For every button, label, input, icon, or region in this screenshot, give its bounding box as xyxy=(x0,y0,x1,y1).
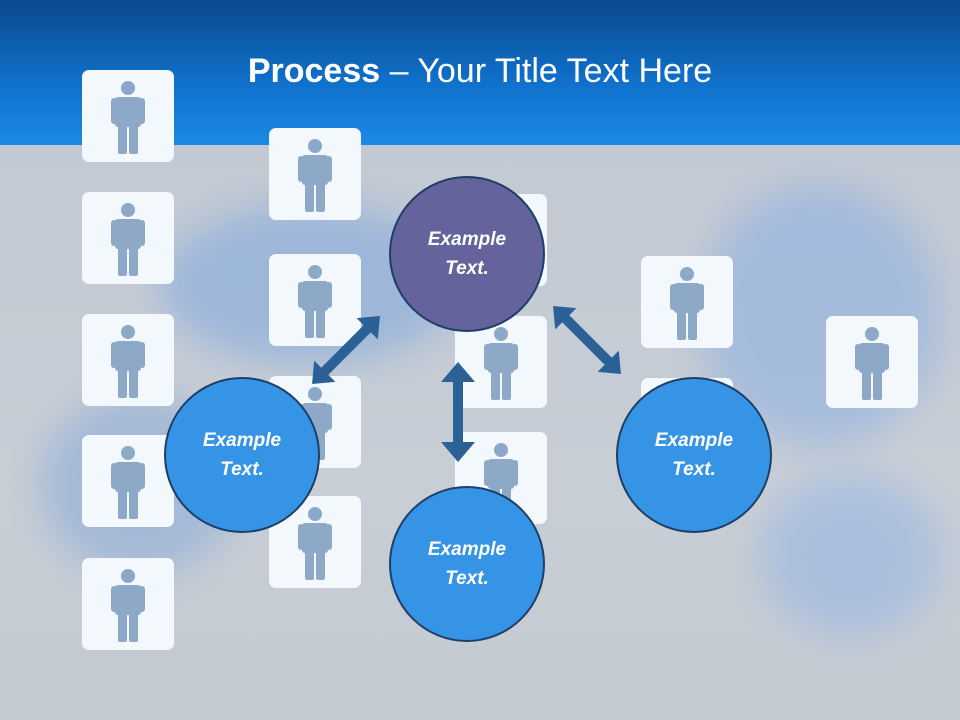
person-icon xyxy=(111,569,145,642)
person-icon xyxy=(111,203,145,276)
person-icon xyxy=(670,267,704,340)
bottom-node-label: Example Text. xyxy=(427,539,507,589)
person-tile xyxy=(82,314,174,406)
double-arrow-icon xyxy=(553,306,621,374)
double-arrow-icon xyxy=(312,316,380,384)
person-icon xyxy=(298,507,332,580)
person-tile xyxy=(82,192,174,284)
person-icon xyxy=(111,325,145,398)
person-tile xyxy=(82,558,174,650)
person-tile xyxy=(269,128,361,220)
person-icon xyxy=(484,327,518,400)
right-node-label: Example Text. xyxy=(654,430,734,480)
left-node-label: Example Text. xyxy=(202,430,282,480)
person-icon xyxy=(111,81,145,154)
person-icon xyxy=(111,446,145,519)
person-tile xyxy=(269,496,361,588)
person-tile xyxy=(826,316,918,408)
right-node: Example Text. xyxy=(616,377,772,533)
bottom-node: Example Text. xyxy=(389,486,545,642)
person-tile xyxy=(641,256,733,348)
center-node-label: Example Text. xyxy=(427,229,507,279)
double-arrow-icon xyxy=(441,362,475,462)
person-tile xyxy=(82,435,174,527)
left-node: Example Text. xyxy=(164,377,320,533)
person-icon xyxy=(298,265,332,338)
person-icon xyxy=(298,139,332,212)
person-tile xyxy=(269,254,361,346)
title-rest: – Your Title Text Here xyxy=(380,52,713,90)
title-bold: Process xyxy=(247,52,381,90)
slide-title: Process – Your Title Text Here xyxy=(0,52,960,91)
center-node: Example Text. xyxy=(389,176,545,332)
person-tile xyxy=(82,70,174,162)
person-icon xyxy=(855,327,889,400)
